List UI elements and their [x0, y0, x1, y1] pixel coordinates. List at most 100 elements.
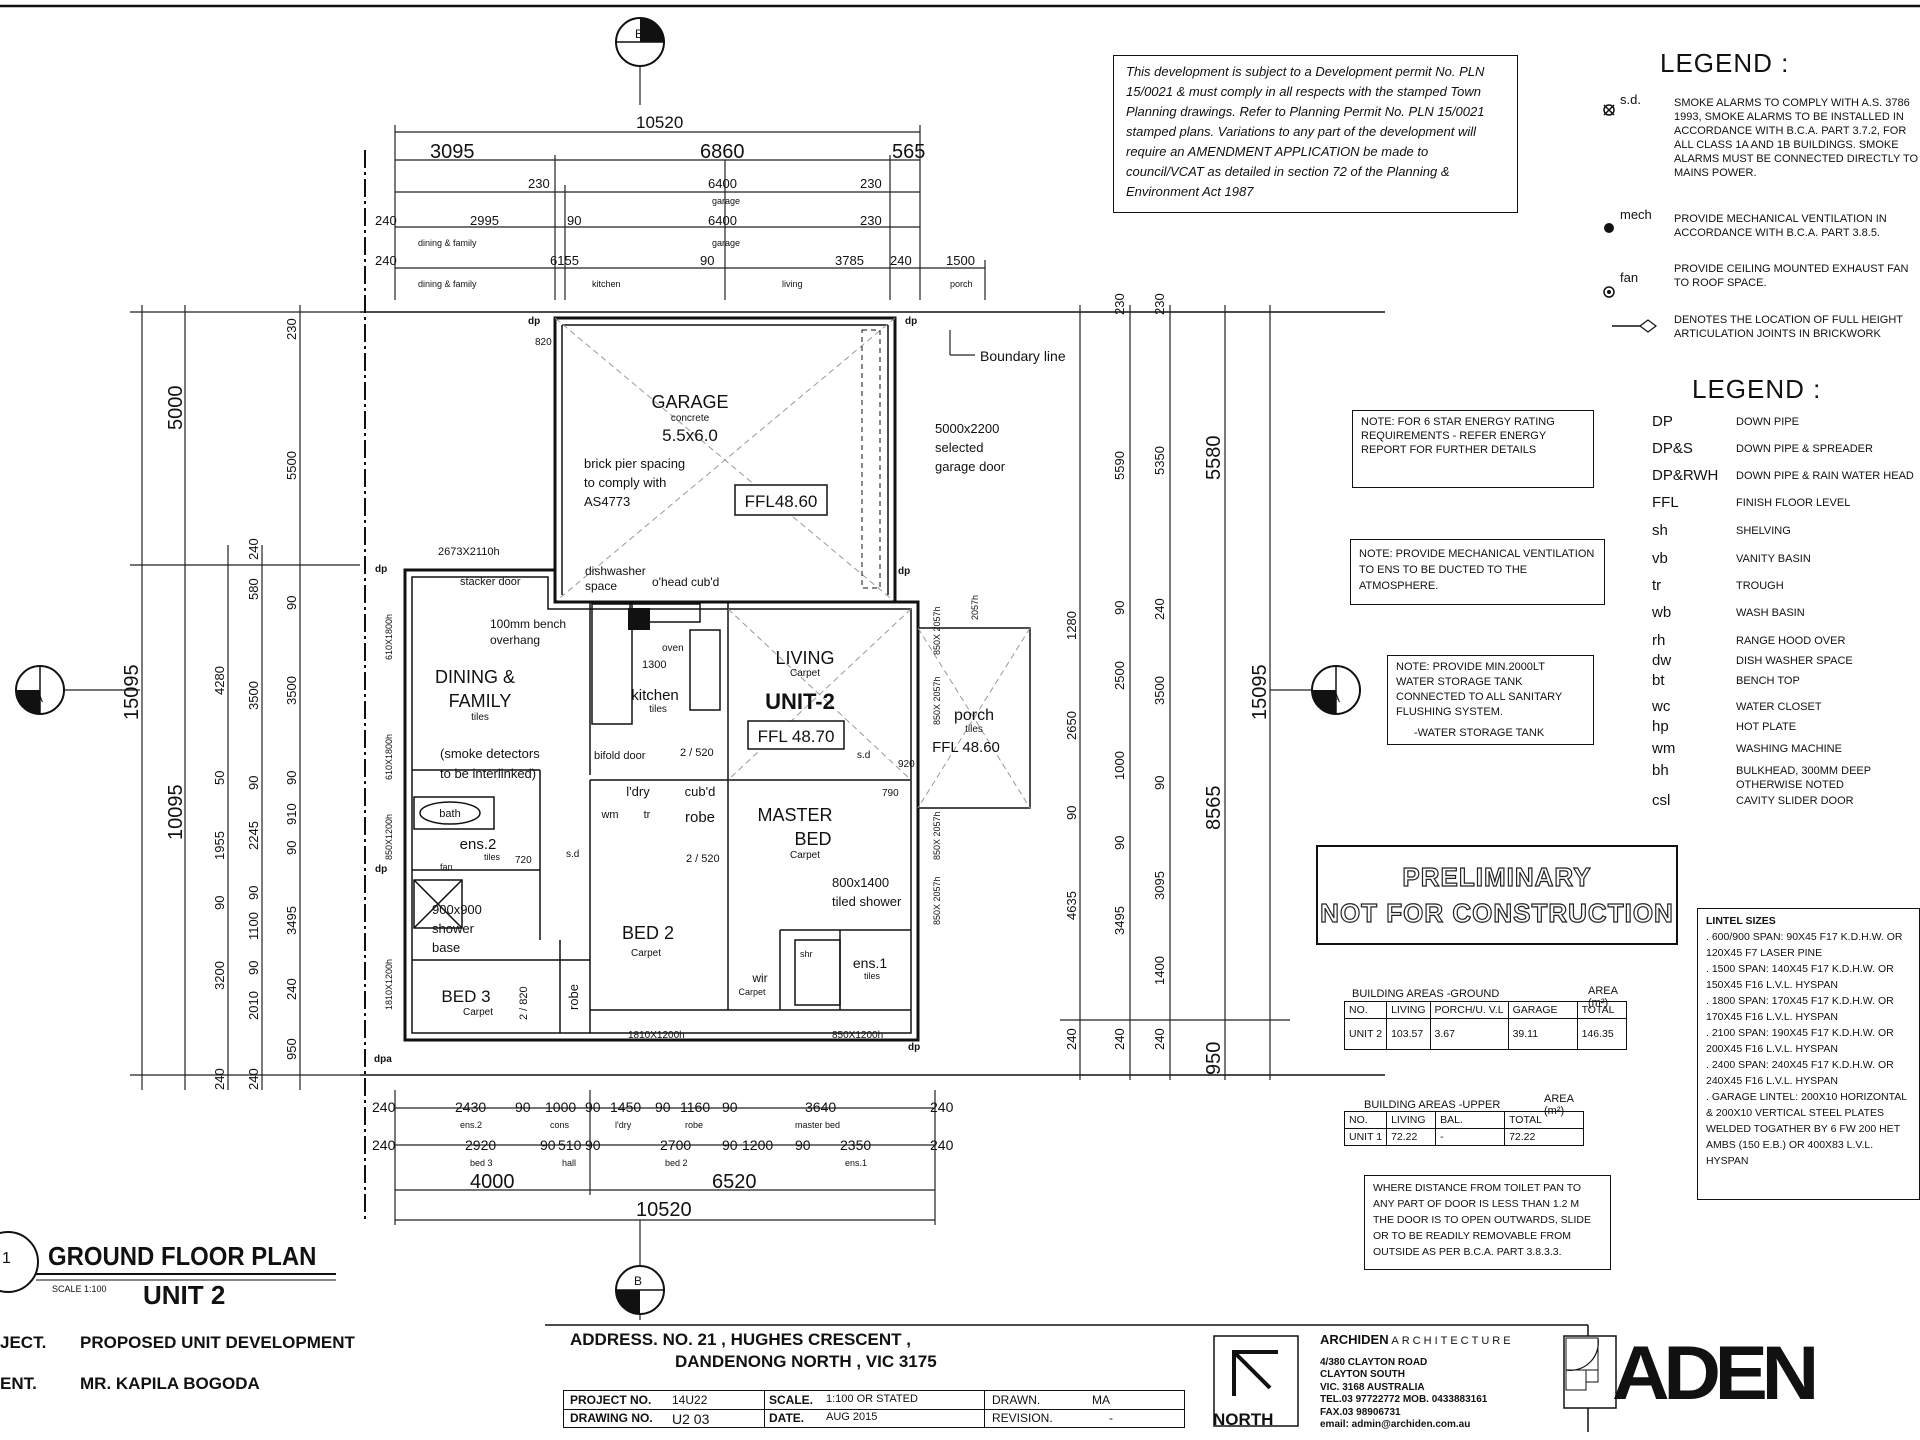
window-label: 850X1200h: [832, 1030, 883, 1041]
dim-left: 1955: [212, 831, 227, 860]
kitchen-name: kitchen: [631, 687, 679, 704]
plan-notes: 2673X2110h stacker door brick pier spaci…: [374, 316, 1066, 1065]
shower3-note: 900x900: [432, 902, 482, 917]
dim-bottom: 90: [585, 1137, 601, 1153]
dim-bottom: 90: [515, 1099, 531, 1115]
porch-ffl: FFL 48.60: [932, 739, 1000, 756]
lintel-sizes: LINTEL SIZES . 600/900 SPAN: 90X45 F17 K…: [1697, 908, 1920, 1200]
areas-title: BUILDING AREAS -GROUND: [1352, 988, 1500, 1000]
legend-abbrev-key: sh: [1652, 522, 1668, 539]
tb-label: DRAWING NO.: [570, 1411, 653, 1425]
stamp-line: PRELIMINARY: [1402, 861, 1592, 892]
legend-key: fan: [1620, 270, 1639, 285]
door-label: 2 / 520: [686, 853, 720, 865]
brick-pier-note: brick pier spacing: [584, 456, 685, 471]
areas-cell: UNIT 2: [1343, 1018, 1388, 1050]
downpipe-label: dpa: [374, 1054, 392, 1065]
tb-value: 14U22: [672, 1393, 708, 1407]
fan-label: fan: [440, 862, 453, 872]
tb-label: SCALE.: [769, 1393, 814, 1407]
dim-sub: bed 2: [665, 1158, 688, 1168]
dim-sub: bed 3: [470, 1158, 493, 1168]
dim-bottom: 90: [722, 1099, 738, 1115]
tb-value: 1:100 OR STATED: [826, 1393, 918, 1405]
ens1-name: ens.1: [853, 955, 887, 971]
legend-title: LEGEND :: [1692, 374, 1822, 404]
dim-sub: ens.1: [845, 1158, 867, 1168]
dim-right: 90: [1112, 836, 1127, 850]
note-energy-text: NOTE: FOR 6 STAR ENERGY RATING REQUIREME…: [1361, 416, 1555, 456]
stacker-size: 2673X2110h: [438, 546, 500, 558]
dim-bottom: 90: [540, 1137, 556, 1153]
areas-unit: AREA (m²): [1544, 1093, 1574, 1117]
dim-left: 90: [246, 886, 261, 900]
permit-note: This development is subject to a Develop…: [1113, 55, 1518, 213]
wir-finish: Carpet: [738, 987, 766, 997]
window-label: 850X 2057h: [932, 876, 942, 925]
dim-left: 15095: [121, 664, 143, 720]
bed3-name: BED 3: [441, 987, 490, 1006]
legend-abbrev-desc: VANITY BASIN: [1736, 553, 1811, 565]
drawing-number: 1: [2, 1250, 11, 1267]
section-marker-a-left: A: [15, 665, 140, 715]
stamp-line: NOT FOR CONSTRUCTION: [1320, 897, 1674, 928]
preliminary-stamp: PRELIMINARY NOT FOR CONSTRUCTION: [1316, 845, 1678, 945]
dim-bottom: 2430: [455, 1099, 486, 1115]
garage-size: 5.5x6.0: [662, 426, 718, 445]
legend-abbrev-key: wc: [1652, 698, 1671, 715]
bath-label: bath: [439, 808, 460, 820]
areas-cell: 103.57: [1386, 1018, 1431, 1050]
dim-left: 3500: [246, 681, 261, 710]
areas-cell: 72.22: [1386, 1128, 1437, 1146]
note-mech-text: NOTE: PROVIDE MECHANICAL VENTILATION TO …: [1359, 548, 1595, 592]
dim-bottom: 240: [372, 1099, 396, 1115]
cupboard-label: cub'd: [685, 784, 716, 799]
dim-left: 240: [212, 1068, 227, 1090]
dim-right: 5350: [1152, 446, 1167, 475]
right-dimension-lines: [1060, 305, 1290, 1080]
dim-sub: robe: [685, 1120, 703, 1130]
legend-abbrev-key: hp: [1652, 718, 1669, 735]
dim-right: 3495: [1112, 906, 1127, 935]
section-marker-b-bottom: B: [615, 1220, 665, 1320]
bottom-dimension-lines: [394, 1090, 936, 1225]
dim-right: 240: [1112, 1028, 1127, 1050]
window-label: 610X1800h: [384, 734, 394, 780]
top-dimension-lines: [394, 125, 986, 300]
note-mech-vent: NOTE: PROVIDE MECHANICAL VENTILATION TO …: [1350, 539, 1605, 605]
dim-left: 90: [284, 771, 299, 785]
smoke-detector-label: s.d: [566, 849, 579, 860]
tb-value: AUG 2015: [826, 1411, 878, 1423]
left-dimension-lines: [130, 305, 360, 1090]
legend-abbrev-key: wm: [1652, 740, 1676, 757]
areas-header: GARAGE: [1507, 1001, 1578, 1019]
permit-note-text: This development is subject to a Develop…: [1126, 64, 1485, 199]
legend-abbrev-desc: FINISH FLOOR LEVEL: [1736, 497, 1851, 509]
dishwasher-note: dishwasher: [585, 564, 646, 578]
bed3-finish: Carpet: [463, 1007, 493, 1018]
legend-abbrev-key: wb: [1652, 604, 1672, 621]
areas-header: LIVING: [1386, 1111, 1437, 1129]
dim-bottom: 4000: [470, 1171, 515, 1193]
downpipe-label: dp: [908, 1042, 920, 1053]
dim-sub: porch: [950, 279, 973, 289]
robe2-label: robe: [566, 984, 581, 1010]
dim-right: 230: [1152, 293, 1167, 315]
porch-finish: tiles: [965, 724, 983, 735]
dim-right: 2650: [1064, 711, 1079, 740]
legend-abbrev-desc: HOT PLATE: [1736, 721, 1797, 733]
dim-bottom: 240: [930, 1099, 954, 1115]
dim-right: 90: [1152, 776, 1167, 790]
bottom-dimension-text: 240 2430 90 1000 90 1450 90 1160 90 3640…: [372, 1099, 954, 1221]
note-tank-text: NOTE: PROVIDE Min.2000Lt WATER STORAGE T…: [1396, 661, 1563, 718]
tb-label: PROJECT NO.: [570, 1393, 652, 1407]
window-label: 850X1200h: [384, 814, 394, 860]
dim-left: 2010: [246, 991, 261, 1020]
areas-header: LIVING: [1386, 1001, 1431, 1019]
garage-door-note: 5000x2200: [935, 421, 999, 436]
areas-upper-table: BUILDING AREAS -UPPER AREA (m²) NO. LIVI…: [1343, 1093, 1585, 1146]
dim-sub: garage: [712, 238, 740, 248]
tb-value: MA: [1092, 1393, 1110, 1407]
lintel-line: . 1500 SPAN: 140X45 F17 K.D.H.W. OR 150X…: [1706, 963, 1894, 991]
